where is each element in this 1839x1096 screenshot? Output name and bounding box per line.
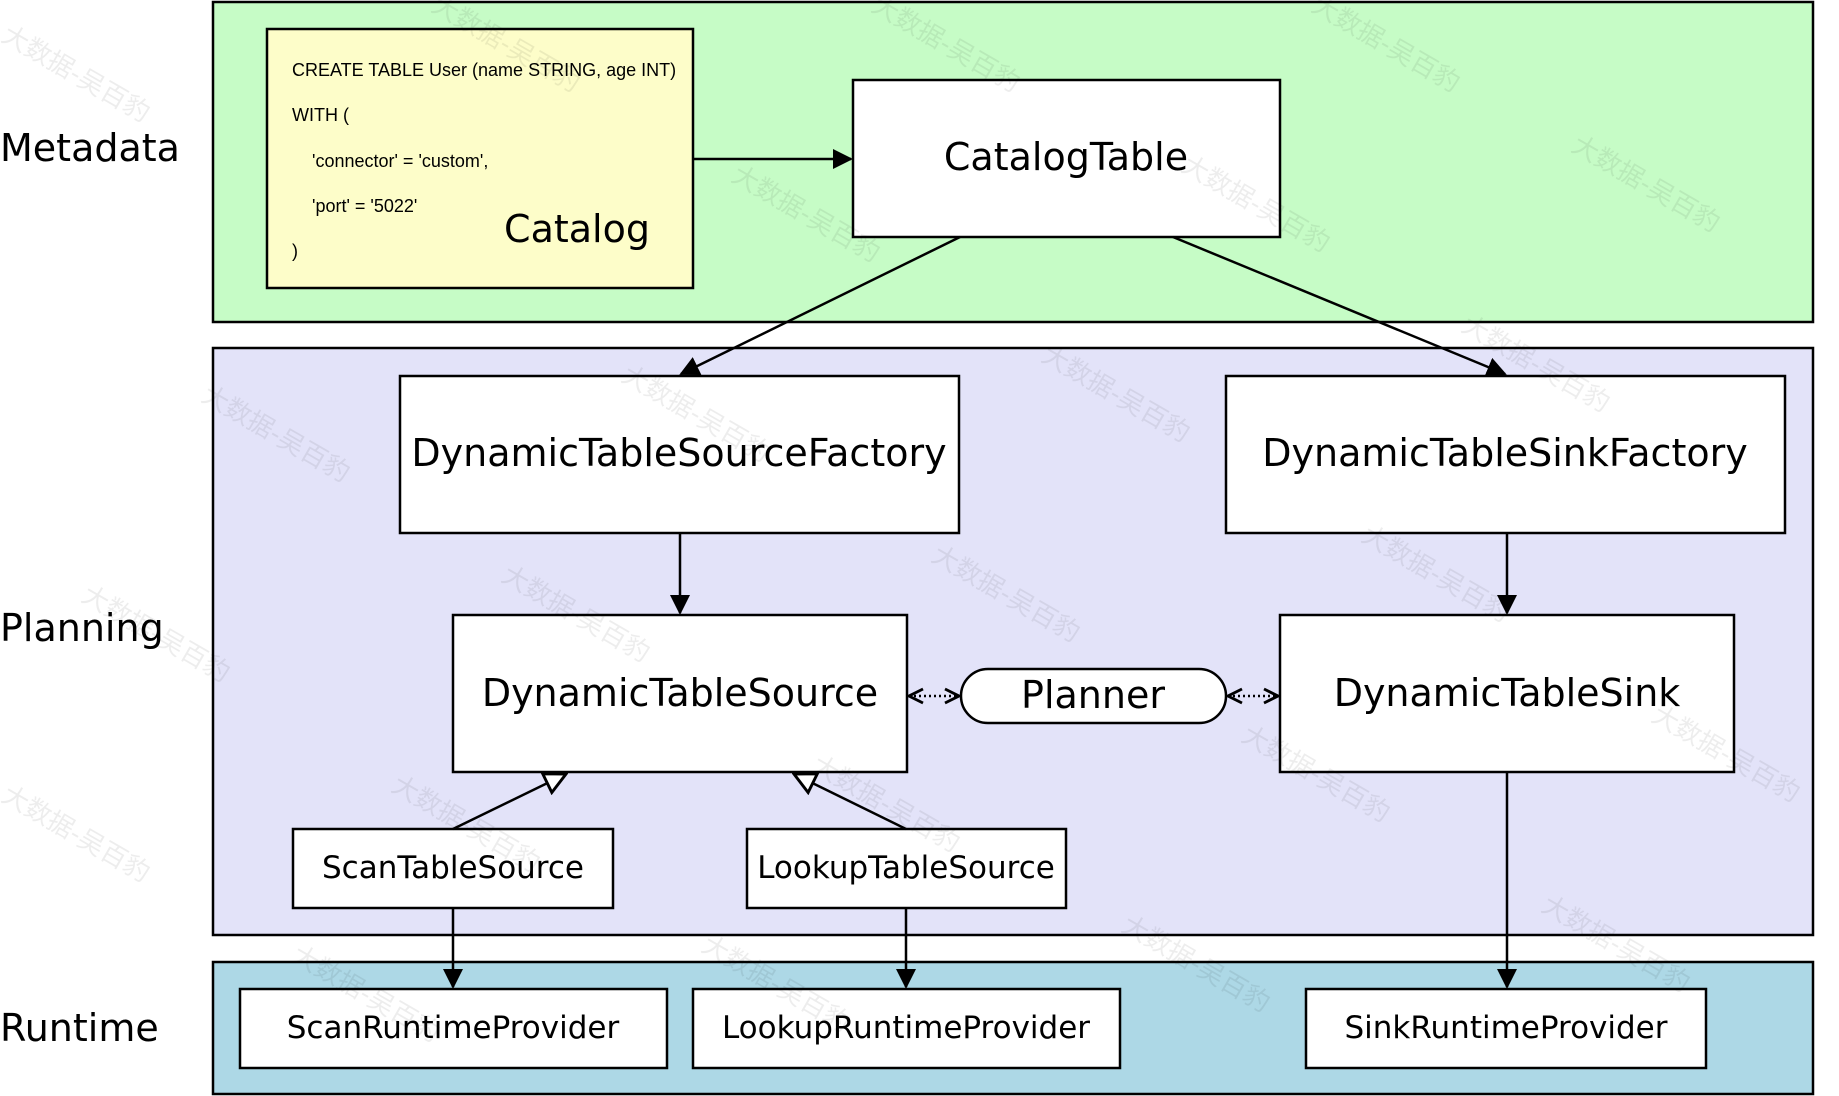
scan-runtime-provider-node: [238, 987, 669, 1070]
watermark: 大数据-吴百豹: [0, 20, 155, 129]
sink-node: [1278, 613, 1736, 774]
planner-label: Planner: [1021, 673, 1165, 717]
catalog-ddl-line-3: 'connector' = 'custom',: [292, 151, 488, 171]
sink-runtime-provider-label: SinkRuntimeProvider: [1344, 1010, 1667, 1046]
scan-runtime-provider-label: ScanRuntimeProvider: [287, 1010, 620, 1046]
planning-layer-label: Planning: [0, 606, 164, 650]
source-node: [451, 613, 909, 774]
runtime-layer-label: Runtime: [0, 1006, 159, 1050]
planner-node: [959, 667, 1228, 725]
scan-table-source-node: [291, 827, 615, 910]
catalog-label: Catalog: [504, 207, 650, 251]
catalog-ddl-line-2: WITH (: [292, 105, 349, 125]
source-factory-label: DynamicTableSourceFactory: [411, 431, 946, 475]
catalog-table-node: [851, 78, 1282, 239]
watermark: 大数据-吴百豹: [0, 780, 155, 889]
lookup-runtime-provider-label: LookupRuntimeProvider: [722, 1010, 1090, 1046]
metadata-layer-label: Metadata: [0, 126, 180, 170]
catalog-box: [265, 27, 695, 290]
lookup-runtime-provider-node: [691, 987, 1122, 1070]
catalog-ddl-line-5: ): [292, 241, 298, 261]
edge-catalogtable-to-source-factory: [679, 235, 961, 376]
sink-factory-label: DynamicTableSinkFactory: [1262, 431, 1747, 475]
edge-lookup-implements-source: [794, 774, 907, 831]
sink-factory-node: [1224, 374, 1787, 535]
edge-scan-implements-source: [452, 774, 566, 831]
sink-label: DynamicTableSink: [1334, 671, 1681, 715]
sink-runtime-provider-node: [1304, 987, 1708, 1070]
catalog-ddl-line-4: 'port' = '5022': [292, 196, 417, 216]
scan-table-source-label: ScanTableSource: [322, 850, 584, 886]
edge-catalogtable-to-sink-factory: [1172, 235, 1507, 377]
lookup-table-source-node: [745, 827, 1068, 910]
catalog-ddl-line-1: CREATE TABLE User (name STRING, age INT): [292, 60, 676, 80]
catalog-table-label: CatalogTable: [944, 135, 1188, 179]
source-label: DynamicTableSource: [482, 671, 878, 715]
lookup-table-source-label: LookupTableSource: [757, 850, 1055, 886]
